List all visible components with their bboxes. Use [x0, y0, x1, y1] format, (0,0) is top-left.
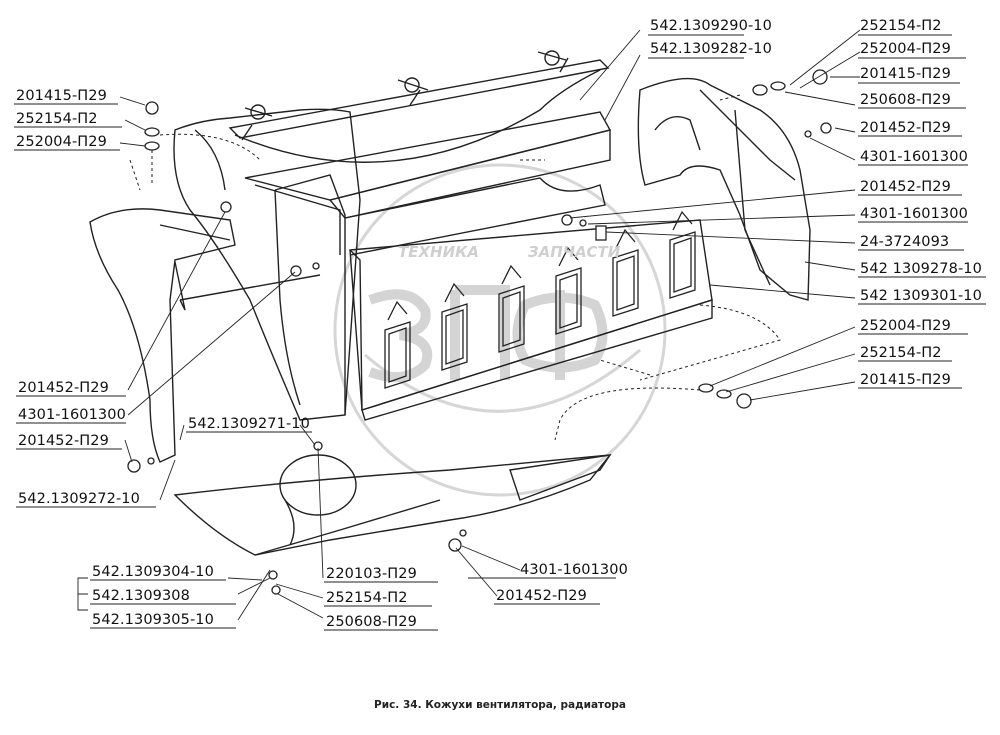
lower-cover-542-1309304 — [173, 454, 612, 556]
watermark-text-left: ТЕХНИКА — [398, 243, 480, 261]
grille-slot — [555, 267, 582, 335]
part-label: 542.1309305-10 — [92, 612, 214, 628]
part-label: 201452-П29 — [18, 380, 109, 396]
watermark-text-right: ЗАПЧАСТИ — [528, 243, 621, 261]
part-label: 542.1309290-10 — [650, 18, 772, 34]
grille-fin — [672, 210, 693, 231]
part-label: 4301-1601300 — [860, 206, 968, 222]
grille-slot — [612, 249, 639, 317]
part-label: 252154-П2 — [860, 345, 942, 361]
grille-fin — [558, 246, 579, 267]
part-label: 250608-П29 — [326, 614, 417, 630]
part-label: 201452-П29 — [860, 120, 951, 136]
part-label: 542 1309278-10 — [860, 261, 982, 277]
part-label: 542.1309308 — [92, 588, 190, 604]
part-label: 542.1309304-10 — [92, 564, 214, 580]
part-label: 201452-П29 — [860, 179, 951, 195]
assembly-arrows — [129, 94, 781, 441]
part-label: 4301-1601300 — [520, 562, 628, 578]
left-panel-542-1309272 — [89, 208, 321, 463]
part-label: 252004-П29 — [16, 134, 107, 150]
grille-fin — [501, 264, 522, 285]
part-label: 542 1309301-10 — [860, 288, 982, 304]
part-label: 250608-П29 — [860, 92, 951, 108]
grille-fin — [615, 228, 636, 249]
grille-slot — [498, 285, 525, 353]
part-label: 201415-П29 — [860, 372, 951, 388]
part-label: 252004-П29 — [860, 318, 951, 334]
grille-slot — [441, 303, 468, 371]
part-label: 252154-П2 — [326, 590, 408, 606]
upper-box-542-1309282 — [244, 111, 612, 256]
label-underlines — [14, 34, 986, 631]
part-label: 201452-П29 — [496, 588, 587, 604]
grille-fin — [387, 300, 408, 321]
part-label: 542.1309271-10 — [188, 416, 310, 432]
part-label: 252154-П2 — [16, 111, 98, 127]
part-label: 201415-П29 — [16, 88, 107, 104]
watermark-letters — [368, 285, 608, 383]
part-label: 201415-П29 — [860, 66, 951, 82]
part-label: 542.1309272-10 — [18, 491, 140, 507]
figure-caption: Рис. 34. Кожухи вентилятора, радиатора — [374, 699, 626, 711]
shroud-right-542-1309278 — [637, 77, 811, 301]
grille-fin — [444, 282, 465, 303]
radiator-grille-542-1309301 — [349, 219, 713, 421]
part-label: 220103-П29 — [326, 566, 417, 582]
leader-lines — [77, 29, 861, 621]
grille-slot — [669, 231, 696, 299]
part-label: 201452-П29 — [18, 433, 109, 449]
part-label: 24-3724093 — [860, 234, 950, 250]
part-label: 252004-П29 — [860, 41, 951, 57]
shroud-left-body — [173, 108, 361, 421]
grille-slot — [384, 321, 411, 389]
part-label: 4301-1601300 — [18, 407, 126, 423]
grille-slots — [384, 210, 696, 389]
part-label: 4301-1601300 — [860, 149, 968, 165]
part-label: 542.1309282-10 — [650, 41, 772, 57]
fasteners — [127, 69, 832, 595]
part-label: 252154-П2 — [860, 18, 942, 34]
